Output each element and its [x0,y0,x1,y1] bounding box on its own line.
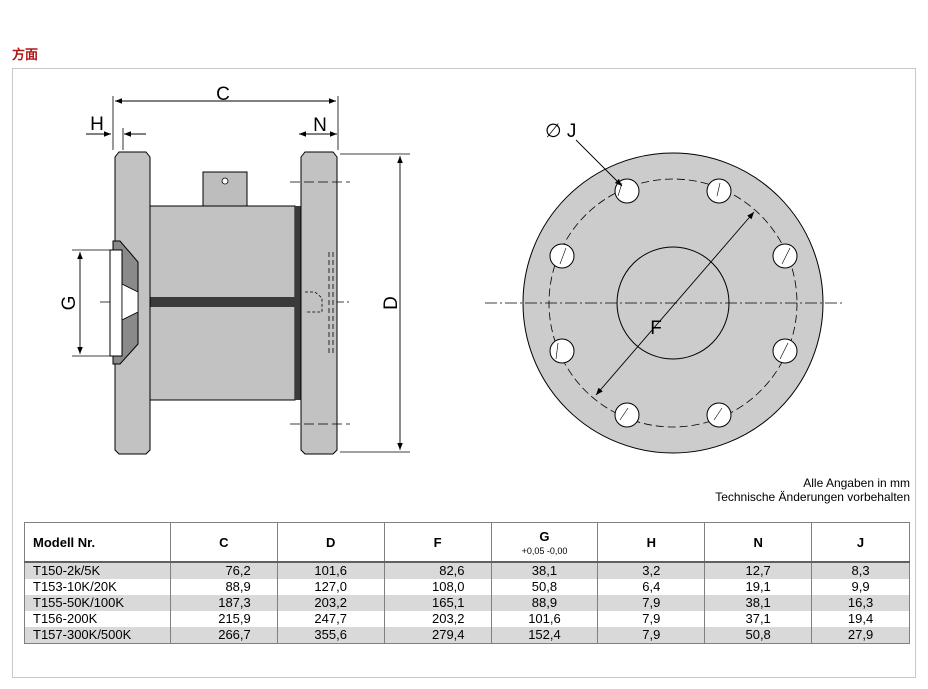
note-units: Alle Angaben in mm [803,476,910,490]
cell-model: T156-200K [24,611,171,627]
cell-j: 9,9 [811,579,910,595]
cell-j: 27,9 [811,627,910,644]
cell-j: 16,3 [811,595,910,611]
table-row: T153-10K/20K 88,9 127,0 108,0 50,8 6,4 1… [24,579,910,595]
col-header-model: Modell Nr. [24,522,171,563]
cell-j: 8,3 [811,562,910,579]
cell-g: 50,8 [490,579,599,595]
dim-label-g: G [59,296,80,311]
table-row: T150-2k/5K 76,2 101,6 82,6 38,1 3,2 12,7… [24,562,910,579]
cell-h: 7,9 [597,627,706,644]
cell-f: 108,0 [383,579,492,595]
side-view: C H N D G [59,84,410,455]
cell-n: 37,1 [704,611,813,627]
dim-label-j: ∅ J [545,121,576,142]
col-header-g-label: G [539,528,550,544]
cell-model: T155-50K/100K [24,595,171,611]
col-header-g: G+0,05 -0,00 [490,522,599,563]
note-changes: Technische Änderungen vorbehalten [715,490,910,504]
cell-d: 355,6 [276,627,385,644]
col-header-f: F [383,522,492,563]
dimension-table: Modell Nr. C D F G+0,05 -0,00 H N J T150… [24,522,910,644]
cell-f: 165,1 [383,595,492,611]
section-heading: 方面 [12,48,39,63]
drawing-frame [12,68,916,678]
table-row: T155-50K/100K 187,3 203,2 165,1 88,9 7,9… [24,595,910,611]
cell-j: 19,4 [811,611,910,627]
dim-label-h: H [90,114,104,135]
col-header-c: C [169,522,278,563]
front-view: ∅ J F [485,121,845,454]
cell-f: 203,2 [383,611,492,627]
col-header-d: D [276,522,385,563]
cell-d: 203,2 [276,595,385,611]
connector-box [202,171,248,207]
table-row: T157-300K/500K 266,7 355,6 279,4 152,4 7… [24,627,910,644]
cell-model: T150-2k/5K [24,562,171,579]
cell-g: 88,9 [490,595,599,611]
right-flange [300,151,338,455]
cell-model: T157-300K/500K [24,627,171,644]
cell-c: 187,3 [169,595,278,611]
dim-label-d: D [381,296,402,310]
cell-g: 152,4 [490,627,599,644]
dim-label-f: F [650,318,662,339]
cell-n: 19,1 [704,579,813,595]
cell-f: 279,4 [383,627,492,644]
cell-h: 7,9 [597,595,706,611]
bolt-holes [549,178,798,428]
cell-c: 266,7 [169,627,278,644]
cell-model: T153-10K/20K [24,579,171,595]
cell-g: 101,6 [490,611,599,627]
technical-drawing: C H N D G [59,84,845,455]
table-row: T156-200K 215,9 247,7 203,2 101,6 7,9 37… [24,611,910,627]
cell-n: 38,1 [704,595,813,611]
cell-f: 82,6 [383,562,492,579]
cell-n: 12,7 [704,562,813,579]
dim-label-n: N [313,115,327,136]
col-header-h: H [597,522,706,563]
cell-d: 127,0 [276,579,385,595]
cell-h: 7,9 [597,611,706,627]
cell-c: 88,9 [169,579,278,595]
cell-g: 38,1 [490,562,599,579]
cell-h: 6,4 [597,579,706,595]
cell-h: 3,2 [597,562,706,579]
cell-d: 101,6 [276,562,385,579]
cell-n: 50,8 [704,627,813,644]
table-header: Modell Nr. C D F G+0,05 -0,00 H N J [24,522,910,563]
cell-c: 76,2 [169,562,278,579]
g-tolerance: +0,05 -0,00 [521,545,568,556]
dim-label-c: C [216,84,230,105]
cell-c: 215,9 [169,611,278,627]
cell-d: 247,7 [276,611,385,627]
col-header-n: N [704,522,813,563]
col-header-j: J [811,522,910,563]
